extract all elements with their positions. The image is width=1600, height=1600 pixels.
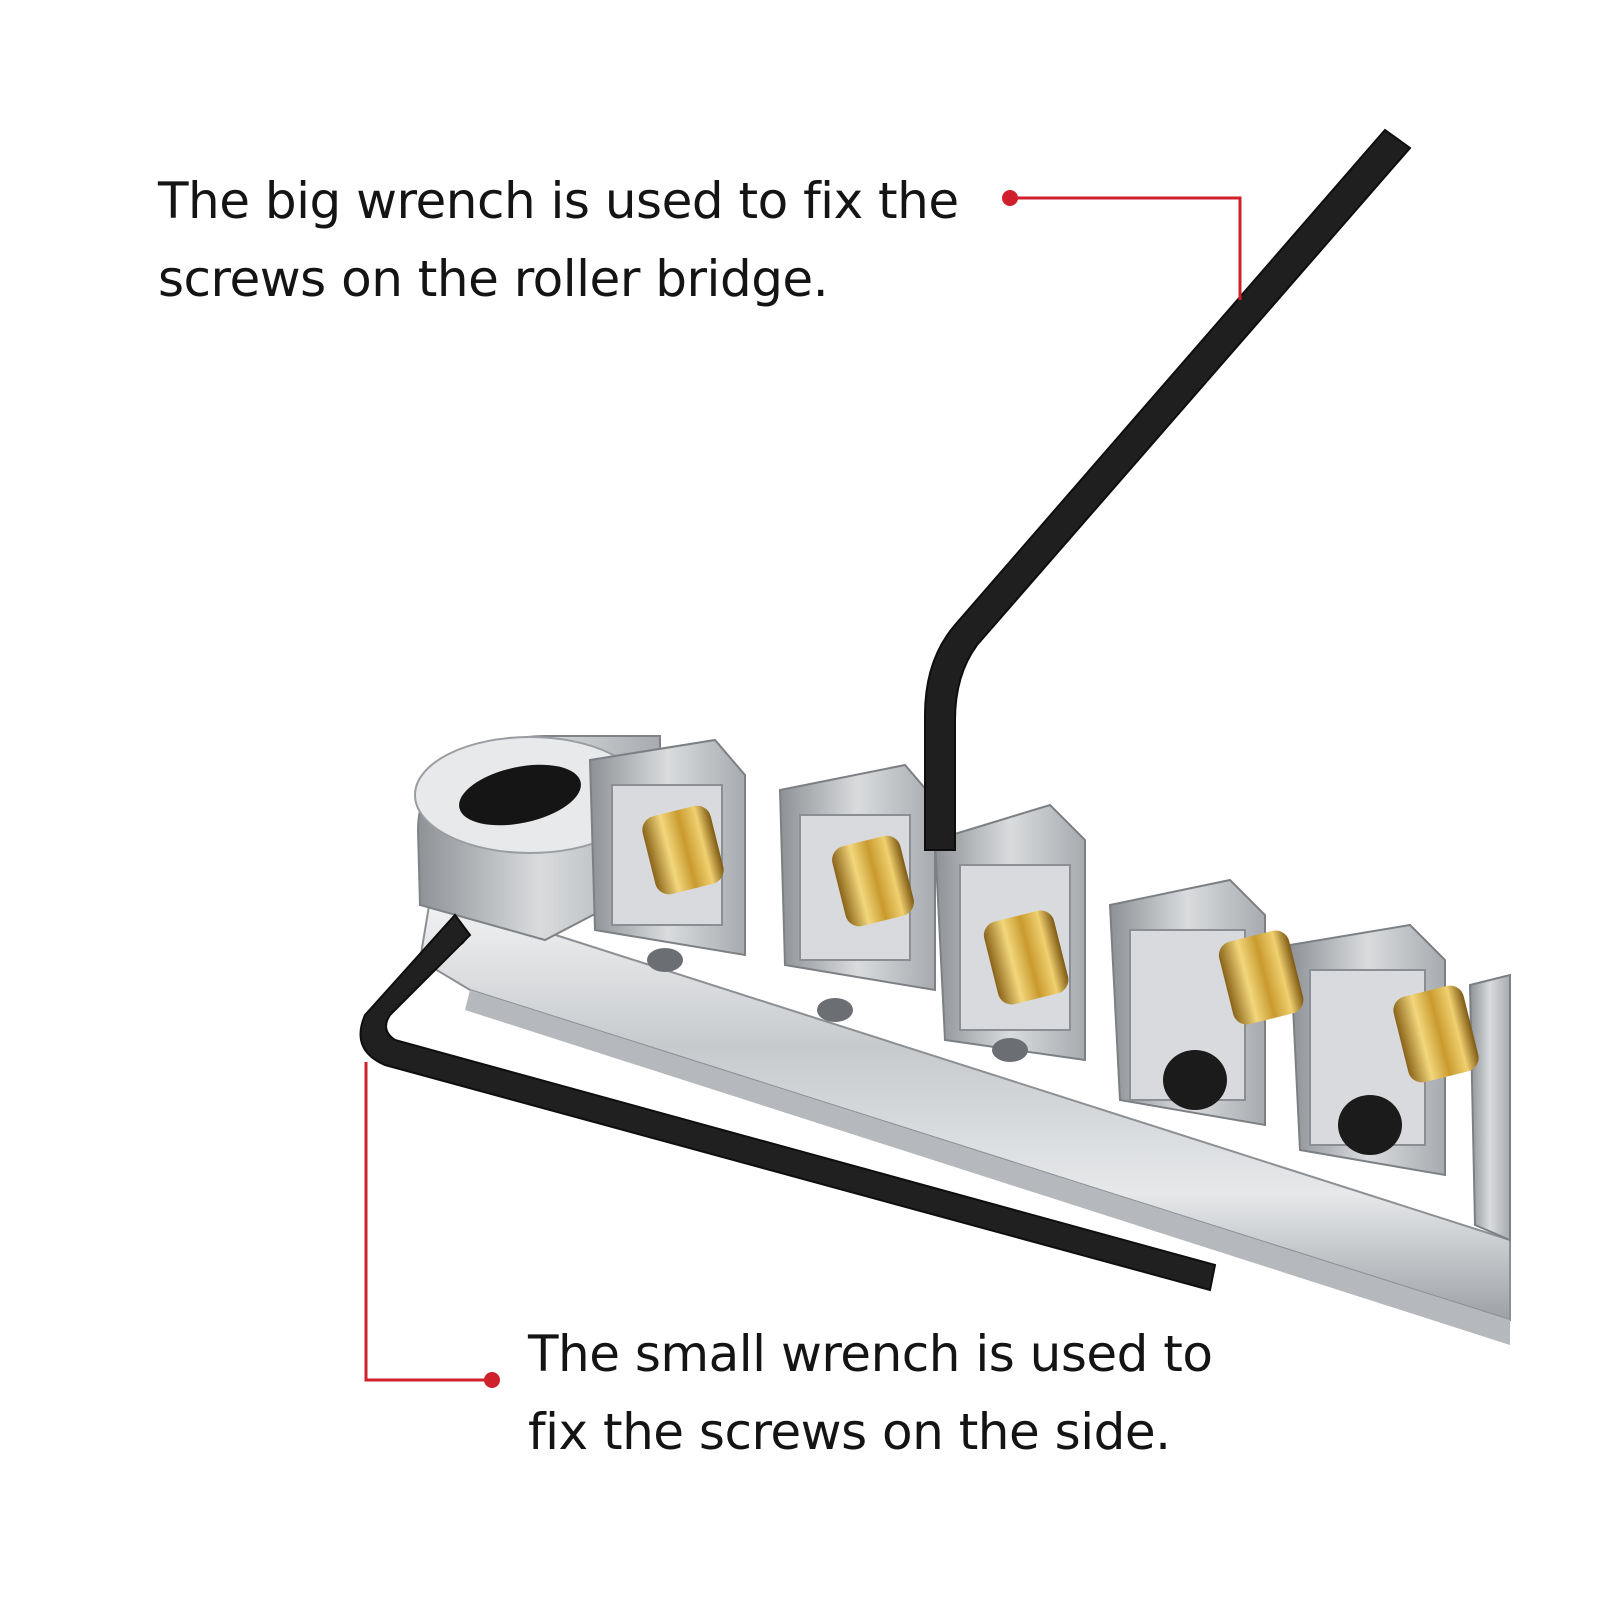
roller-bridge xyxy=(414,735,1511,1345)
small-wrench-caption: The small wrench is used to fix the scre… xyxy=(528,1315,1213,1471)
saddle-6 xyxy=(1468,973,1511,1242)
bridge-front-face xyxy=(465,990,1510,1345)
callout-big-wrench xyxy=(1012,196,1242,300)
saddle-screw xyxy=(1338,1095,1402,1155)
big-wrench-caption: The big wrench is used to fix the screws… xyxy=(158,162,959,318)
brass-rollers xyxy=(642,805,1479,1083)
big-wrench-caption-line-1: The big wrench is used to fix the xyxy=(158,172,959,230)
saddle-screw xyxy=(1163,1050,1227,1110)
callout-dot-top xyxy=(1002,190,1018,206)
small-hex-wrench xyxy=(359,913,1217,1292)
callout-small-wrench xyxy=(364,1062,490,1382)
big-hex-wrench xyxy=(924,128,1412,851)
small-wrench-caption-line-1: The small wrench is used to xyxy=(528,1325,1213,1383)
big-wrench-caption-line-2: screws on the roller bridge. xyxy=(158,250,829,308)
end-post-slot xyxy=(459,764,581,826)
callout-dot-bottom xyxy=(484,1372,500,1388)
small-wrench-caption-line-2: fix the screws on the side. xyxy=(528,1403,1171,1461)
